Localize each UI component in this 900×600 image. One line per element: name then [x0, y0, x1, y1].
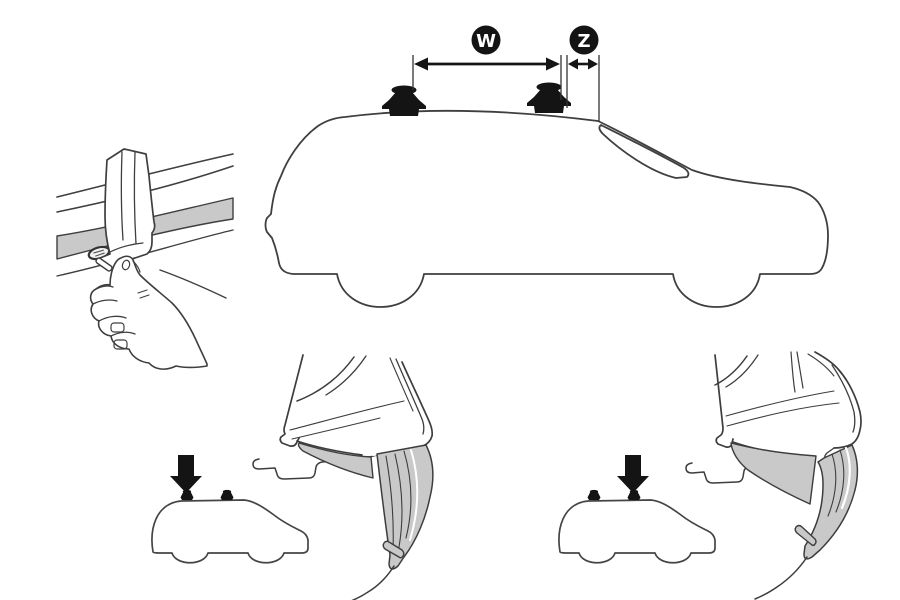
door-panel-fill — [714, 350, 859, 456]
door-frame-detail-left — [252, 352, 434, 600]
window-frame-corner — [725, 354, 759, 388]
door-panel-fill — [280, 352, 434, 456]
down-arrow-icon — [617, 455, 649, 493]
window-frame-corner — [714, 355, 748, 386]
small-car-position-right — [558, 455, 716, 564]
seal-strip-layer — [835, 449, 845, 513]
clamp-bracket-ridge — [120, 151, 124, 241]
window-frame-vertical — [790, 351, 796, 393]
window-frame-corner — [325, 355, 367, 396]
seal-strip-lip — [409, 449, 419, 541]
window-frame-vertical — [796, 351, 804, 389]
small-car-outline — [558, 499, 716, 564]
finger-crease — [98, 315, 127, 322]
clamp-bracket-fold — [109, 242, 144, 253]
hand-back-crease — [139, 294, 150, 299]
z-dimension-group: Z — [566, 25, 600, 122]
thumb-side-line — [132, 260, 141, 273]
seal-strip — [376, 444, 434, 570]
seal-strip-tail — [351, 565, 395, 600]
seal-band — [730, 442, 817, 505]
door-edge-line — [56, 229, 234, 277]
fingernail — [113, 339, 128, 350]
car-side-profile — [264, 109, 829, 308]
roof-foot-cap — [536, 82, 562, 92]
roof-foot-front — [527, 82, 571, 113]
pillar-inner-line — [395, 358, 425, 435]
pillar-inner-line — [807, 353, 835, 377]
small-car-position-left — [151, 455, 309, 564]
seal-strip-lip — [840, 446, 851, 510]
seal-strip-layer — [394, 453, 403, 548]
sill-blade — [685, 462, 763, 484]
clamp-bracket-ridge — [133, 151, 137, 245]
door-edge-line — [159, 269, 227, 299]
down-arrow-icon — [170, 455, 202, 493]
door-panel-left-edge — [714, 354, 734, 449]
fingernail — [110, 322, 125, 333]
pillar-inner-line — [389, 357, 414, 412]
door-frame-detail-right — [685, 350, 862, 600]
car-body-outline — [264, 109, 829, 308]
door-panel-left-edge — [279, 354, 304, 448]
w-dimension-arrow-icon — [414, 57, 560, 71]
finger-crease — [110, 331, 136, 337]
hand-back-crease — [137, 289, 148, 294]
finger-crease — [92, 299, 118, 305]
z-dimension-arrow-icon — [568, 58, 598, 70]
door-panel-bottom-edge — [296, 440, 363, 456]
pillar-inner-line — [831, 364, 856, 433]
seal-strip-pin — [382, 540, 405, 559]
seal-strip-pin — [794, 524, 817, 547]
seal-strip-layer — [403, 450, 412, 539]
w-dimension-group: W — [412, 25, 562, 100]
seal-strip-layer — [827, 453, 837, 517]
pillar-outer-edge — [814, 351, 862, 449]
clamp-bracket-body — [98, 148, 156, 270]
windshield-glass — [598, 124, 690, 179]
roof-foot-icon — [587, 489, 601, 500]
seal-band — [297, 442, 374, 479]
door-crease — [726, 402, 840, 427]
thumbnail — [121, 259, 131, 271]
w-label-circle — [471, 25, 501, 55]
door-crease — [725, 390, 835, 417]
w-label-text: W — [476, 31, 496, 52]
seal-strip-layer — [385, 455, 394, 552]
finger-crease — [95, 285, 114, 290]
roof-foot-cap — [391, 85, 417, 95]
hand-outline — [89, 255, 208, 370]
window-frame-corner — [296, 356, 355, 402]
seal-strip-tail — [754, 556, 808, 600]
clamp-bracket-hand-illustration — [56, 148, 234, 370]
installer-hand — [89, 255, 208, 370]
door-crease — [291, 417, 381, 440]
z-label-circle — [569, 25, 599, 55]
z-label-text: Z — [577, 31, 590, 52]
small-car-outline — [151, 499, 309, 564]
door-crease — [289, 400, 405, 431]
roof-foot-rear — [382, 85, 426, 116]
clamp-bracket — [95, 148, 156, 272]
roof-foot-icon — [220, 489, 234, 500]
